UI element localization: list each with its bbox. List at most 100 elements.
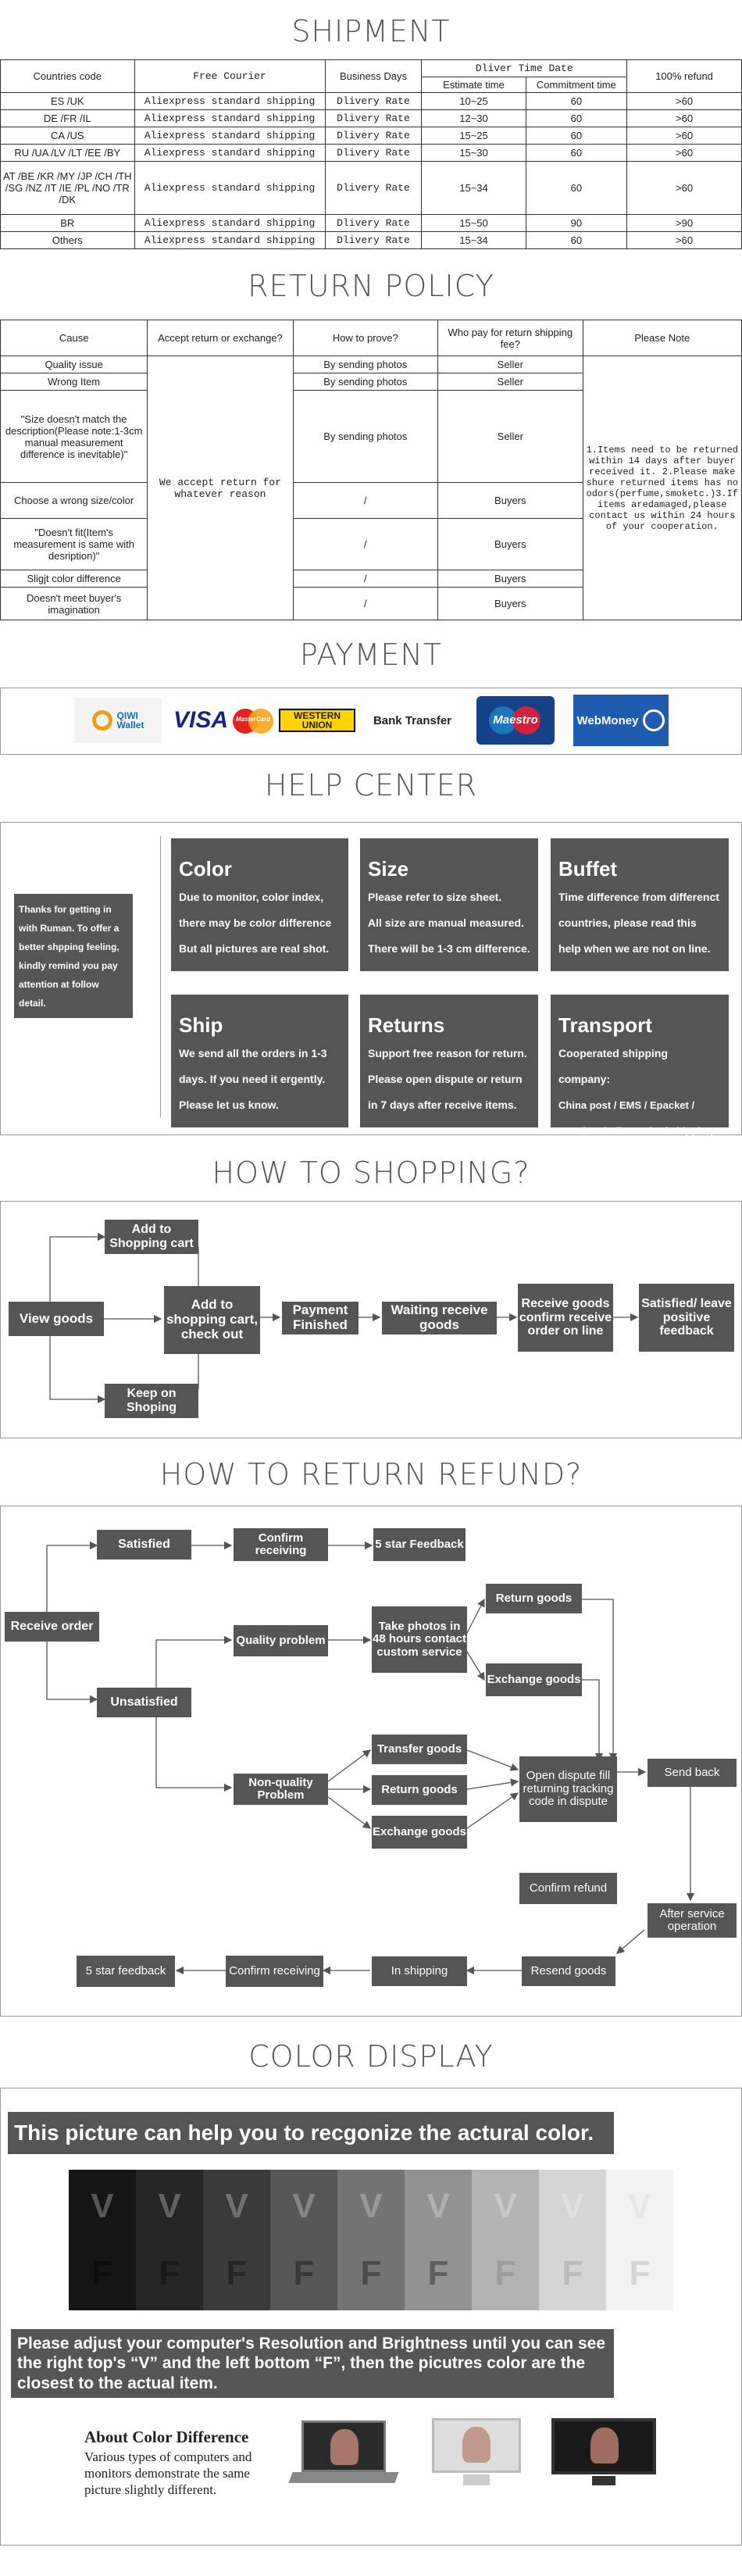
return-row: Choose a wrong size/color /Buyers	[0, 482, 742, 519]
western-union-logo: WESTERN UNION	[279, 709, 355, 732]
shipment-estimate-cell: 15~34	[421, 231, 526, 249]
shipment-refund-cell: >90	[626, 214, 742, 232]
swatch-f-letter: F	[91, 2254, 113, 2292]
waiting-receive-box: Waiting receive goods	[382, 1302, 497, 1334]
col-cause: Cause	[0, 320, 148, 356]
return-who-cell: Buyers	[437, 482, 583, 519]
about-color-title: About Color Difference	[84, 2428, 249, 2446]
col-prove: How to prove?	[292, 320, 439, 356]
return-prove-cell: By sending photos	[292, 390, 439, 483]
help-card-line: DHL / SF / Ali-standard shipping	[558, 1125, 713, 1137]
shipment-estimate-cell: 15~34	[421, 161, 526, 215]
swatch-v-letter: V	[359, 2187, 383, 2225]
five-star-feedback-box: 5 star Feedback	[373, 1528, 466, 1561]
resend-goods-box: Resend goods	[522, 1956, 615, 1986]
help-card-title: Ship	[179, 1013, 223, 1037]
return-prove-cell: /	[292, 518, 439, 570]
shipment-refund-cell: >60	[626, 144, 742, 162]
return-note-cell: 1.Items need to be returned within 14 da…	[582, 355, 742, 620]
return-cause-cell: "Doesn't fit(Item's measurement is same …	[0, 518, 148, 570]
help-card-title: Color	[179, 857, 232, 881]
help-center-divider	[160, 836, 161, 1117]
maestro-logo: Maestro	[476, 696, 555, 745]
swatch-f-letter: F	[293, 2254, 315, 2292]
return-cause-cell: Quality issue	[0, 355, 148, 373]
receive-goods-box: Receive goods confirm receive order on l…	[518, 1284, 613, 1352]
shipment-courier-cell: Aliexpress standard shipping	[134, 144, 326, 162]
help-card-line: days. If you need it ergently.	[179, 1073, 326, 1085]
help-card-line: Please let us know.	[179, 1099, 279, 1111]
return-cause-cell: Choose a wrong size/color	[0, 482, 148, 519]
return-row: "Doesn't fit(Item's measurement is same …	[0, 518, 742, 570]
return-accept-cell: We accept return for whatever reason	[147, 355, 294, 620]
quality-problem-box: Quality problem	[234, 1625, 328, 1656]
return-cause-cell: Sligjt color difference	[0, 570, 148, 588]
shipment-country-cell: Others	[0, 231, 135, 249]
shipment-courier-cell: Aliexpress standard shipping	[134, 92, 326, 110]
exchange-goods-box: Exchange goods	[486, 1663, 582, 1696]
wu-text-2: UNION	[301, 720, 333, 731]
return-goods-box: Return goods	[486, 1584, 582, 1613]
shipment-courier-cell: Aliexpress standard shipping	[134, 231, 326, 249]
keep-shopping-box: Keep on Shoping	[105, 1384, 198, 1418]
help-card-line: But all pictures are real shot.	[179, 942, 330, 955]
col-countries: Countries code	[0, 59, 135, 93]
swatch-f-letter: F	[629, 2254, 651, 2292]
mastercard-text: MasterCard	[235, 716, 270, 723]
non-quality-problem-box: Non-quality Problem	[234, 1774, 328, 1805]
take-photos-box: Take photos in 48 hours contact custom s…	[372, 1606, 467, 1673]
how-to-shop-title: HOW TO SHOPPING?	[212, 1156, 530, 1190]
laptop-image	[288, 2421, 399, 2488]
bank-transfer-logo: Bank Transfer	[373, 713, 452, 727]
satisfied-feedback-box: Satisfied/ leave positive feedback	[639, 1284, 734, 1352]
help-card-line: Due to monitor, color index,	[179, 891, 324, 903]
help-card-title: Transport	[558, 1013, 652, 1037]
shipment-refund-cell: >60	[626, 231, 742, 249]
swatch-v-letter: V	[91, 2187, 114, 2225]
swatch-f-letter: F	[159, 2254, 180, 2292]
webmoney-text: WebMoney	[576, 713, 639, 727]
shipment-country-cell: BR	[0, 214, 135, 232]
payment-title: PAYMENT	[299, 638, 443, 672]
mastercard-logo: MasterCard	[230, 698, 276, 743]
monitor-image	[432, 2418, 521, 2487]
exchange-goods-2-box: Exchange goods	[372, 1816, 467, 1849]
return-cause-cell: "Size doesn't match the description(Plea…	[0, 390, 148, 483]
help-card-line: China post / EMS / Epacket /	[558, 1099, 695, 1111]
color-display-title: COLOR DISPLAY	[248, 2039, 494, 2074]
help-card-line: Cooperated shipping company:	[558, 1047, 668, 1085]
swatch-v-letter: V	[158, 2187, 181, 2225]
return-goods-2-box: Return goods	[372, 1775, 467, 1805]
swatch-f-letter: F	[494, 2254, 516, 2292]
shipment-table: Countries code Free Courier Business Day…	[0, 59, 742, 249]
visa-logo: VISA	[173, 707, 229, 733]
monitor-image-2	[551, 2418, 656, 2487]
shipment-courier-cell: Aliexpress standard shipping	[134, 127, 326, 145]
help-card-line: Please refer to size sheet.	[368, 891, 502, 903]
help-card-title: Size	[368, 857, 409, 881]
return-prove-cell: /	[292, 482, 439, 519]
help-card-ship: Ship We send all the orders in 1-3 days. I…	[171, 995, 348, 1127]
help-card-line: there may be color difference	[179, 916, 332, 929]
help-card-line: We send all the orders in 1-3	[179, 1047, 327, 1059]
unsatisfied-box: Unsatisfied	[97, 1688, 191, 1717]
shipment-commitment-cell: 60	[525, 109, 628, 127]
wu-text-1: WESTERN	[294, 710, 341, 721]
return-who-cell: Seller	[437, 355, 583, 373]
help-card-line: countries, please read this	[558, 916, 697, 929]
help-card-line: in 7 days after receive items.	[368, 1099, 517, 1111]
view-goods-box: View goods	[9, 1302, 104, 1336]
confirm-receiving-box: Confirm receiving	[234, 1528, 328, 1561]
adjust-note: Please adjust your computer's Resolution…	[11, 2329, 614, 2398]
return-row: Doesn't meet buyer's imagination/Buyers	[0, 587, 742, 620]
return-cause-cell: Doesn't meet buyer's imagination	[0, 587, 148, 620]
